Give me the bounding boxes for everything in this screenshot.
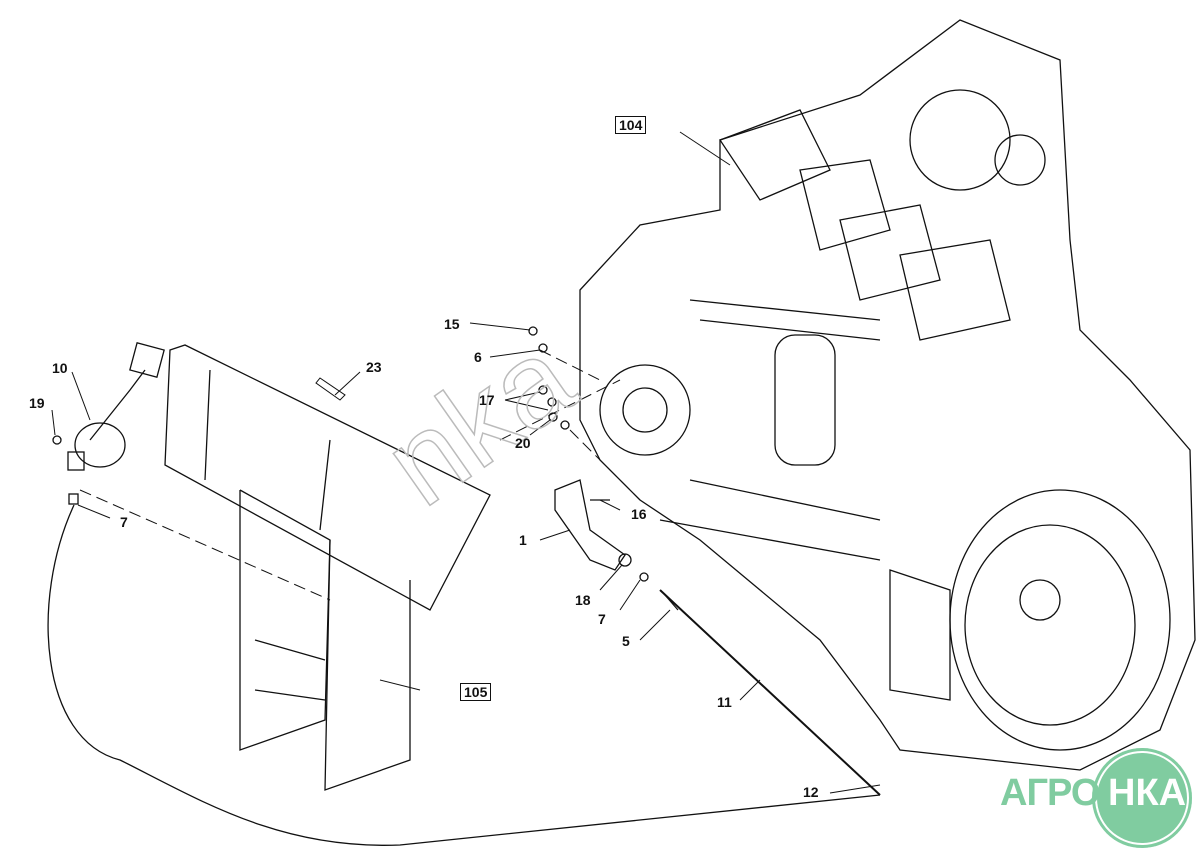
callout-16: 16 (631, 506, 647, 522)
callout-1: 1 (519, 532, 527, 548)
callout-105: 105 (460, 683, 492, 701)
logo-text-right: НКА (1108, 772, 1187, 814)
label-23-part (315, 377, 346, 401)
dipstick-11 (659, 589, 881, 796)
guard-assembly-105 (164, 344, 491, 791)
callout-11: 11 (717, 694, 732, 710)
callout-7-right: 7 (598, 611, 606, 627)
callout-23: 23 (366, 359, 382, 375)
callout-5: 5 (622, 633, 630, 649)
callout-12: 12 (803, 784, 819, 800)
callout-104: 104 (615, 116, 647, 134)
engine-block (579, 19, 1196, 771)
alignment-lines (79, 349, 641, 601)
callout-15: 15 (444, 316, 460, 332)
logo-text-left: АГРО (1000, 772, 1100, 814)
callout-6: 6 (474, 349, 482, 365)
logo-circle (1092, 748, 1192, 848)
leader-lines (51, 131, 881, 794)
callout-17: 17 (479, 392, 495, 408)
callout-18: 18 (575, 592, 591, 608)
fasteners (52, 326, 679, 611)
callout-20: 20 (515, 435, 531, 451)
agronka-logo: АГРО НКА (1000, 748, 1200, 848)
bracket-1 (554, 479, 626, 571)
callout-7-left: 7 (120, 514, 128, 530)
callout-19: 19 (29, 395, 45, 411)
sensor-10 (47, 342, 881, 846)
callout-10: 10 (52, 360, 68, 376)
